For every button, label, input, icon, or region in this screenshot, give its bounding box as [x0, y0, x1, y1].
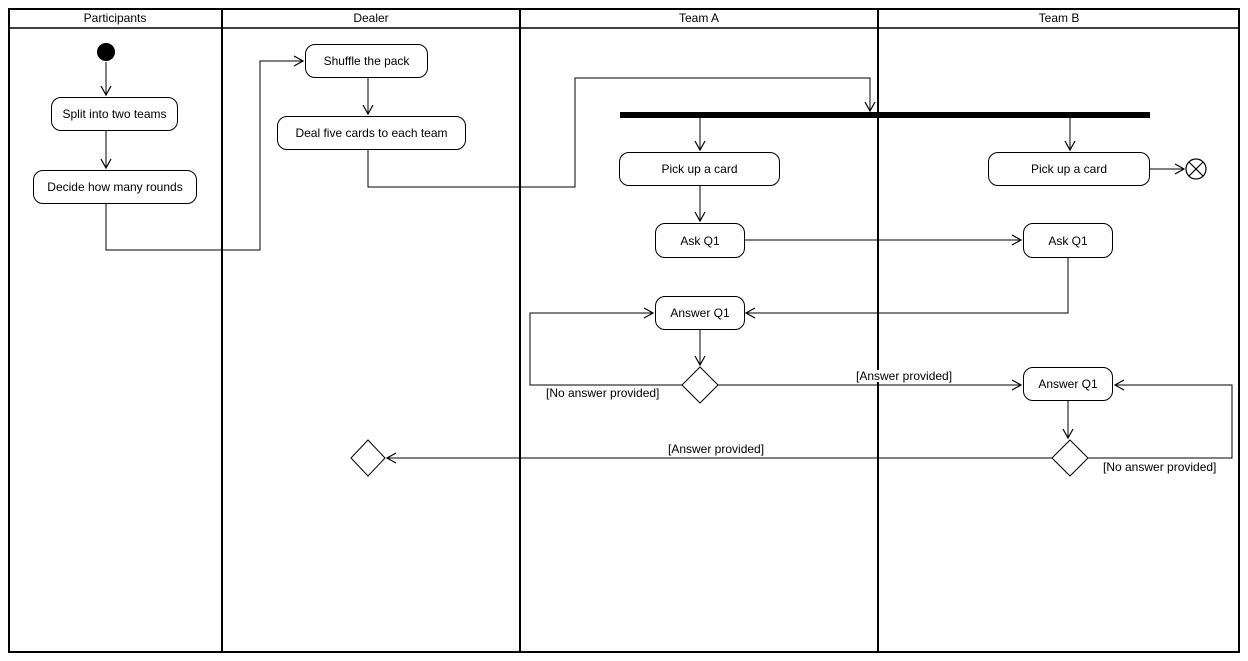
activity-ask-q1-team-a[interactable]: Ask Q1: [655, 223, 745, 258]
edge-decision-b-loop-to-answer-b: [1088, 379, 1233, 459]
edge-decide-to-shuffle: [105, 55, 305, 251]
lane-title-team-b: Team B: [1038, 11, 1080, 25]
activity-pick-card-team-b[interactable]: Pick up a card: [988, 152, 1150, 186]
swimlane-frame: [8, 8, 1240, 653]
decision-node-team-a[interactable]: [681, 366, 719, 404]
activity-answer-q1-team-b[interactable]: Answer Q1: [1023, 367, 1113, 401]
activity-split-into-teams[interactable]: Split into two teams: [51, 97, 178, 131]
guard-team-a-no-answer: [No answer provided]: [546, 386, 660, 400]
edges: [100, 55, 1233, 464]
activity-deal-cards[interactable]: Deal five cards to each team: [277, 116, 466, 150]
activity-decide-rounds[interactable]: Decide how many rounds: [33, 170, 197, 204]
activity-answer-q1-team-a[interactable]: Answer Q1: [655, 296, 745, 330]
merge-node-dealer[interactable]: [350, 439, 386, 477]
lane-title-participants: Participants: [83, 11, 147, 25]
guard-team-a-answer-provided: [Answer provided]: [856, 369, 953, 383]
activity-shuffle-pack[interactable]: Shuffle the pack: [305, 44, 428, 78]
decision-node-team-b[interactable]: [1051, 439, 1089, 477]
initial-node[interactable]: [97, 43, 115, 61]
edge-ask-b-to-answer-a: [744, 258, 1069, 319]
lane-title-dealer: Dealer: [353, 11, 389, 25]
guard-bottom-answer-provided: [Answer provided]: [668, 442, 765, 456]
edge-deal-to-fork: [367, 77, 876, 188]
guard-team-b-no-answer: [No answer provided]: [1103, 460, 1217, 474]
lane-title-team-a: Team A: [678, 11, 720, 25]
diagram-border: [8, 8, 1240, 653]
edge-decision-a-loop-to-answer-a: [529, 307, 682, 386]
flow-final-node[interactable]: [1185, 158, 1207, 180]
activity-ask-q1-team-b[interactable]: Ask Q1: [1023, 223, 1113, 258]
fork-bar[interactable]: [620, 112, 1150, 118]
activity-pick-card-team-a[interactable]: Pick up a card: [619, 152, 780, 186]
